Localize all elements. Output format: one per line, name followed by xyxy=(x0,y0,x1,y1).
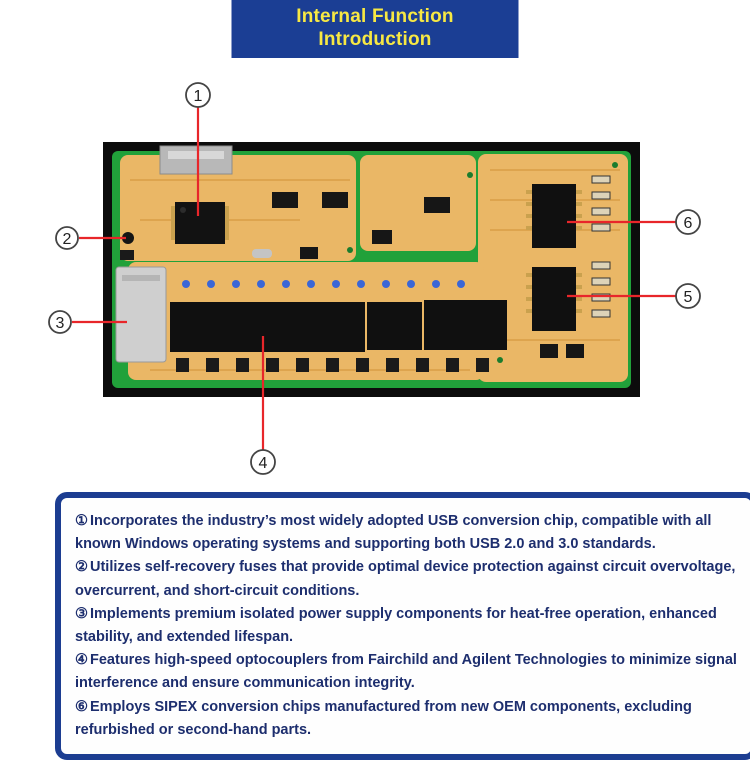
callout-1-number: 1 xyxy=(194,88,203,105)
callout-1: 1 xyxy=(185,82,211,108)
callout-2: 2 xyxy=(55,226,79,250)
header-title-line1: Internal Function xyxy=(296,6,454,28)
header-banner: Internal Function Introduction xyxy=(231,0,519,58)
usb-connector xyxy=(159,145,233,175)
callout-6: 6 xyxy=(675,209,701,235)
transistor-row xyxy=(176,358,489,372)
callout-3-number: 3 xyxy=(56,315,65,332)
feature-item-1-text: Incorporates the industry’s most widely … xyxy=(75,513,712,553)
callout-4: 4 xyxy=(250,449,276,475)
callout-5: 5 xyxy=(675,283,701,309)
sipex-chip-6 xyxy=(526,184,582,248)
resistor-bank xyxy=(591,175,611,318)
power-module xyxy=(115,266,167,363)
optocoupler-row xyxy=(170,300,507,352)
feature-item-4-text: Features high-speed optocouplers from Fa… xyxy=(75,652,737,692)
callout-4-number: 4 xyxy=(259,455,268,472)
feature-item-6-text: Employs SIPEX conversion chips manufactu… xyxy=(75,698,692,738)
feature-item-6-number: ⑥ xyxy=(75,698,88,715)
callout-5-number: 5 xyxy=(684,289,693,306)
feature-item-3-text: Implements premium isolated power supply… xyxy=(75,605,717,645)
feature-item-2-text: Utilizes self-recovery fuses that provid… xyxy=(75,559,736,599)
header-title-line2: Introduction xyxy=(318,29,432,50)
callout-6-number: 6 xyxy=(684,215,693,232)
pcb-diagram: 1 2 3 4 5 6 xyxy=(48,82,701,475)
small-ics xyxy=(252,192,584,358)
callout-3: 3 xyxy=(48,310,72,334)
feature-item-3-number: ③ xyxy=(75,605,88,622)
led-row xyxy=(182,280,465,288)
callout-2-number: 2 xyxy=(63,231,72,248)
feature-item-2-number: ② xyxy=(75,559,88,576)
fuse-component xyxy=(120,232,134,260)
feature-item-1-number: ① xyxy=(75,513,88,529)
sipex-chip-5 xyxy=(526,267,582,331)
feature-item-4-number: ④ xyxy=(75,652,88,669)
callout-leader-lines xyxy=(72,107,676,450)
main-usb-chip xyxy=(171,202,229,244)
pcb-board-image: 1 2 3 4 5 6 xyxy=(48,82,701,475)
